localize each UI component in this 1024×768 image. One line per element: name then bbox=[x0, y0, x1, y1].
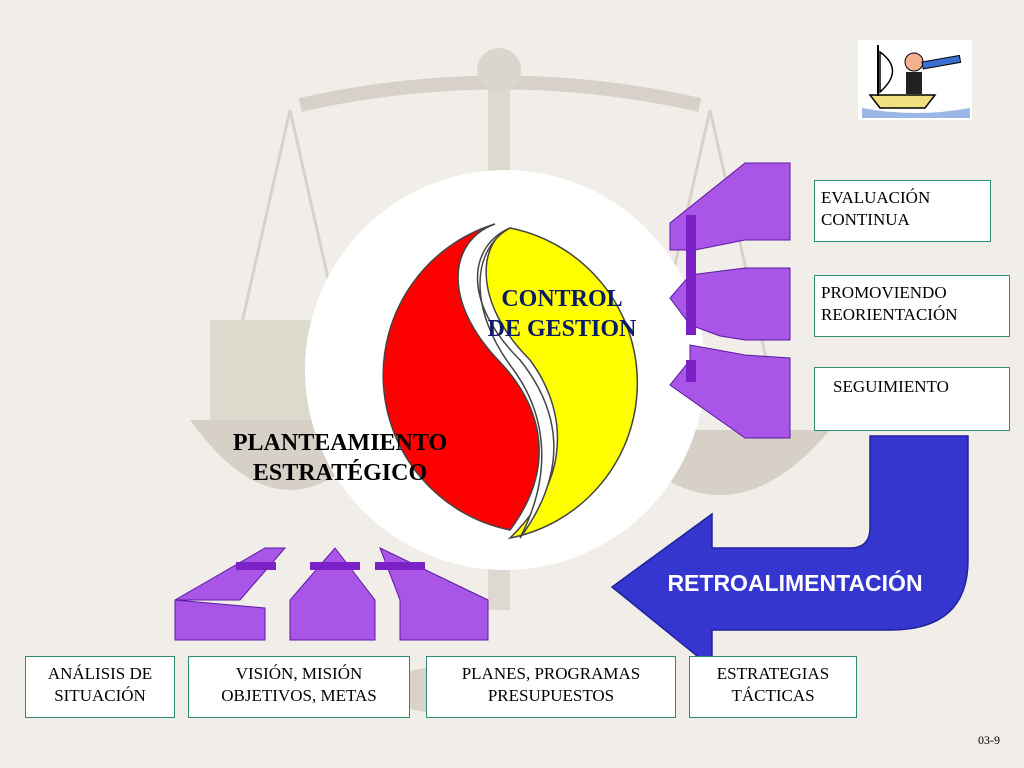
box-analisis: ANÁLISIS DE SITUACIÓN bbox=[25, 656, 175, 718]
feedback-label: RETROALIMENTACIÓN bbox=[667, 570, 923, 596]
bottom-arrows bbox=[174, 547, 489, 641]
yin-red-half bbox=[382, 223, 540, 531]
control-line1: CONTROL bbox=[501, 286, 623, 312]
box-vision: VISIÓN, MISIÓN OBJETIVOS, METAS bbox=[188, 656, 410, 718]
evaluacion-line2: CONTINUA bbox=[821, 210, 910, 229]
planteamiento-label: PLANTEAMIENTO ESTRATÉGICO bbox=[200, 428, 480, 488]
arrow-evaluacion bbox=[669, 162, 791, 251]
planteamiento-line2: ESTRATÉGICO bbox=[252, 460, 428, 486]
control-line2: DE GESTION bbox=[487, 316, 637, 342]
vision-line1: VISIÓN, MISIÓN bbox=[235, 664, 363, 683]
evaluacion-line1: EVALUACIÓN bbox=[821, 188, 931, 207]
control-label: CONTROL DE GESTION bbox=[462, 284, 662, 344]
vision-line2: OBJETIVOS, METAS bbox=[221, 686, 377, 705]
estrategias-line1: ESTRATEGIAS bbox=[716, 664, 830, 683]
analisis-line1: ANÁLISIS DE bbox=[47, 664, 153, 683]
box-estrategias: ESTRATEGIAS TÁCTICAS bbox=[689, 656, 857, 718]
arrow-vision bbox=[289, 547, 376, 641]
sailor-with-telescope-icon bbox=[858, 40, 972, 120]
arrow-promoviendo bbox=[669, 267, 791, 341]
promoviendo-line2: REORIENTACIÓN bbox=[821, 305, 958, 324]
box-seguimiento: SEGUIMIENTO bbox=[814, 367, 1010, 431]
arrow-analisis bbox=[174, 547, 287, 641]
planes-line1: PLANES, PROGRAMAS bbox=[461, 664, 641, 683]
slide-number: 03-9 bbox=[978, 733, 1000, 747]
planteamiento-line1: PLANTEAMIENTO bbox=[232, 430, 448, 456]
feedback-arrow bbox=[610, 435, 969, 670]
gap-band bbox=[476, 227, 555, 539]
yin-yang-symbol bbox=[382, 223, 639, 540]
yang-yellow-half bbox=[485, 227, 639, 540]
estrategias-line2: TÁCTICAS bbox=[731, 686, 815, 705]
box-planes: PLANES, PROGRAMAS PRESUPUESTOS bbox=[426, 656, 676, 718]
box-promoviendo: PROMOVIENDO REORIENTACIÓN bbox=[814, 275, 1010, 337]
promoviendo-line1: PROMOVIENDO bbox=[821, 283, 947, 302]
analisis-line2: SITUACIÓN bbox=[54, 686, 146, 705]
arrow-planes bbox=[379, 547, 489, 641]
seguimiento-line1: SEGUIMIENTO bbox=[833, 377, 949, 396]
planes-line2: PRESUPUESTOS bbox=[487, 686, 615, 705]
box-evaluacion: EVALUACIÓN CONTINUA bbox=[814, 180, 991, 242]
right-arrows bbox=[669, 162, 791, 439]
